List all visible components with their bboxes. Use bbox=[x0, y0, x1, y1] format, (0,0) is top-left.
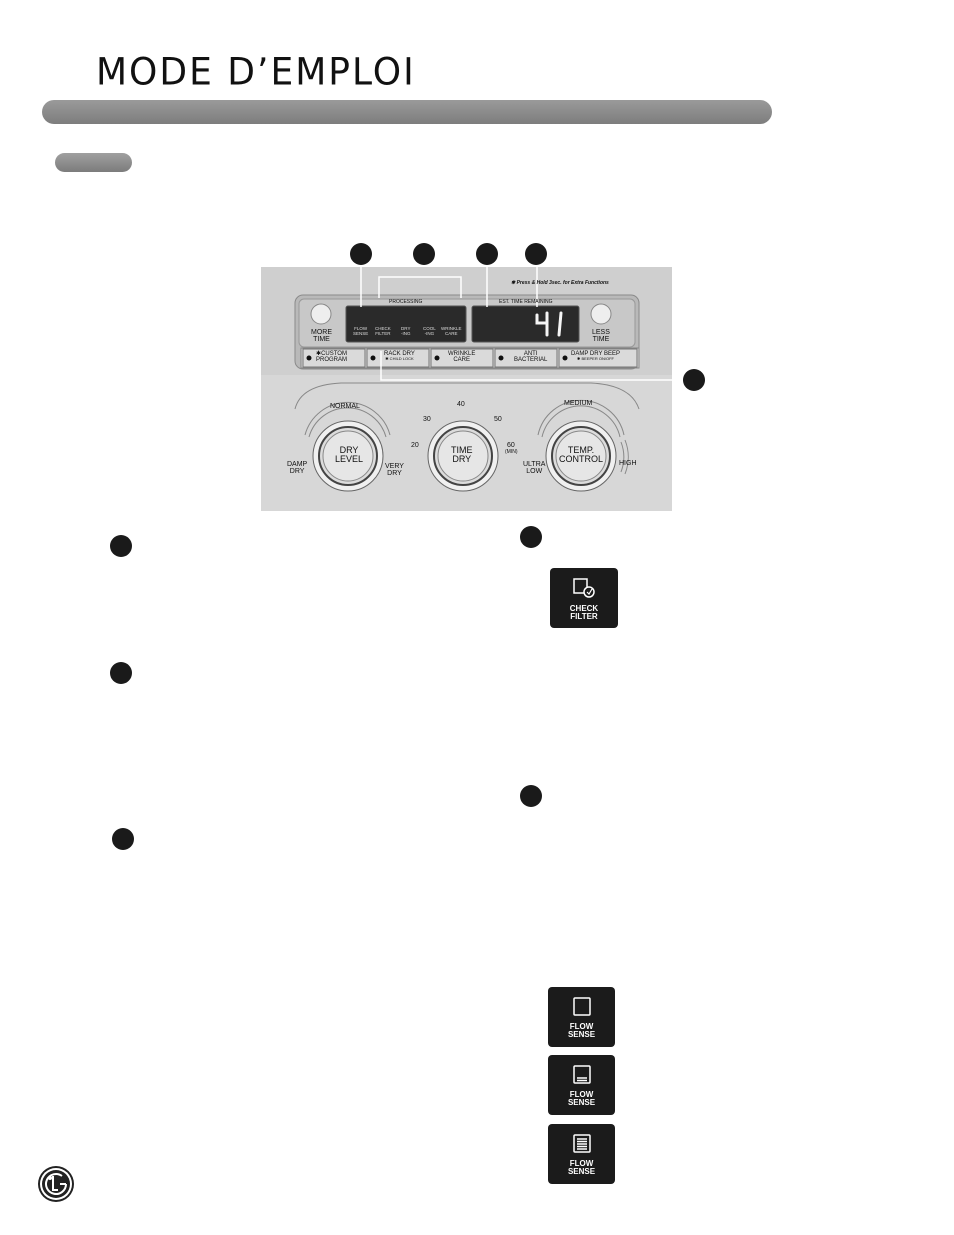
title-bar bbox=[42, 100, 772, 124]
section-bullet bbox=[520, 785, 542, 807]
callout-bullet bbox=[525, 243, 547, 265]
time-mark-30: 30 bbox=[423, 416, 431, 423]
control-panel-figure: 41 ✱ Press & Hold 3sec. for Extra Functi… bbox=[261, 267, 672, 511]
est-time-label: EST. TIME REMAINING bbox=[499, 299, 553, 305]
callout-bullet bbox=[413, 243, 435, 265]
section-bullet bbox=[110, 662, 132, 684]
status-drying: DRY-ING bbox=[401, 326, 411, 336]
panel-note: ✱ Press & Hold 3sec. for Extra Functions bbox=[511, 280, 609, 286]
damp-dry-beep-button[interactable]: DAMP DRY BEEP✱ BEEPER ON/OFF bbox=[571, 351, 621, 361]
section-bullet bbox=[112, 828, 134, 850]
dry-level-normal: NORMAL bbox=[330, 403, 360, 410]
flow-sense-full-icon: FLOW SENSE bbox=[548, 1124, 615, 1184]
time-mark-50: 50 bbox=[494, 416, 502, 423]
check-filter-icon: CHECK FILTER bbox=[550, 568, 618, 628]
section-bullet bbox=[520, 526, 542, 548]
page-title: MODE D’EMPLOI bbox=[96, 50, 416, 95]
time-mark-40: 40 bbox=[457, 401, 465, 408]
time-mark-20: 20 bbox=[411, 442, 419, 449]
temp-high: HIGH bbox=[619, 460, 637, 467]
processing-label: PROCESSING bbox=[389, 299, 423, 305]
time-mark-60: 60 bbox=[507, 442, 515, 449]
rack-dry-button[interactable]: RACK DRY✱ CHILD LOCK bbox=[384, 351, 415, 361]
flow-sense-empty-icon: FLOW SENSE bbox=[548, 987, 615, 1047]
temp-medium: MEDIUM bbox=[564, 400, 593, 407]
callout-bullet bbox=[476, 243, 498, 265]
section-bullet bbox=[110, 535, 132, 557]
callout-bullet bbox=[683, 369, 705, 391]
flow-sense-half-icon: FLOW SENSE bbox=[548, 1055, 615, 1115]
lg-logo bbox=[38, 1166, 74, 1202]
temp-control-knob[interactable]: TEMP.CONTROL bbox=[559, 445, 604, 464]
callout-bullet bbox=[350, 243, 372, 265]
time-unit: (MIN) bbox=[505, 449, 518, 455]
section-pill bbox=[55, 153, 132, 172]
status-cooling: COOL-ING bbox=[423, 326, 436, 336]
